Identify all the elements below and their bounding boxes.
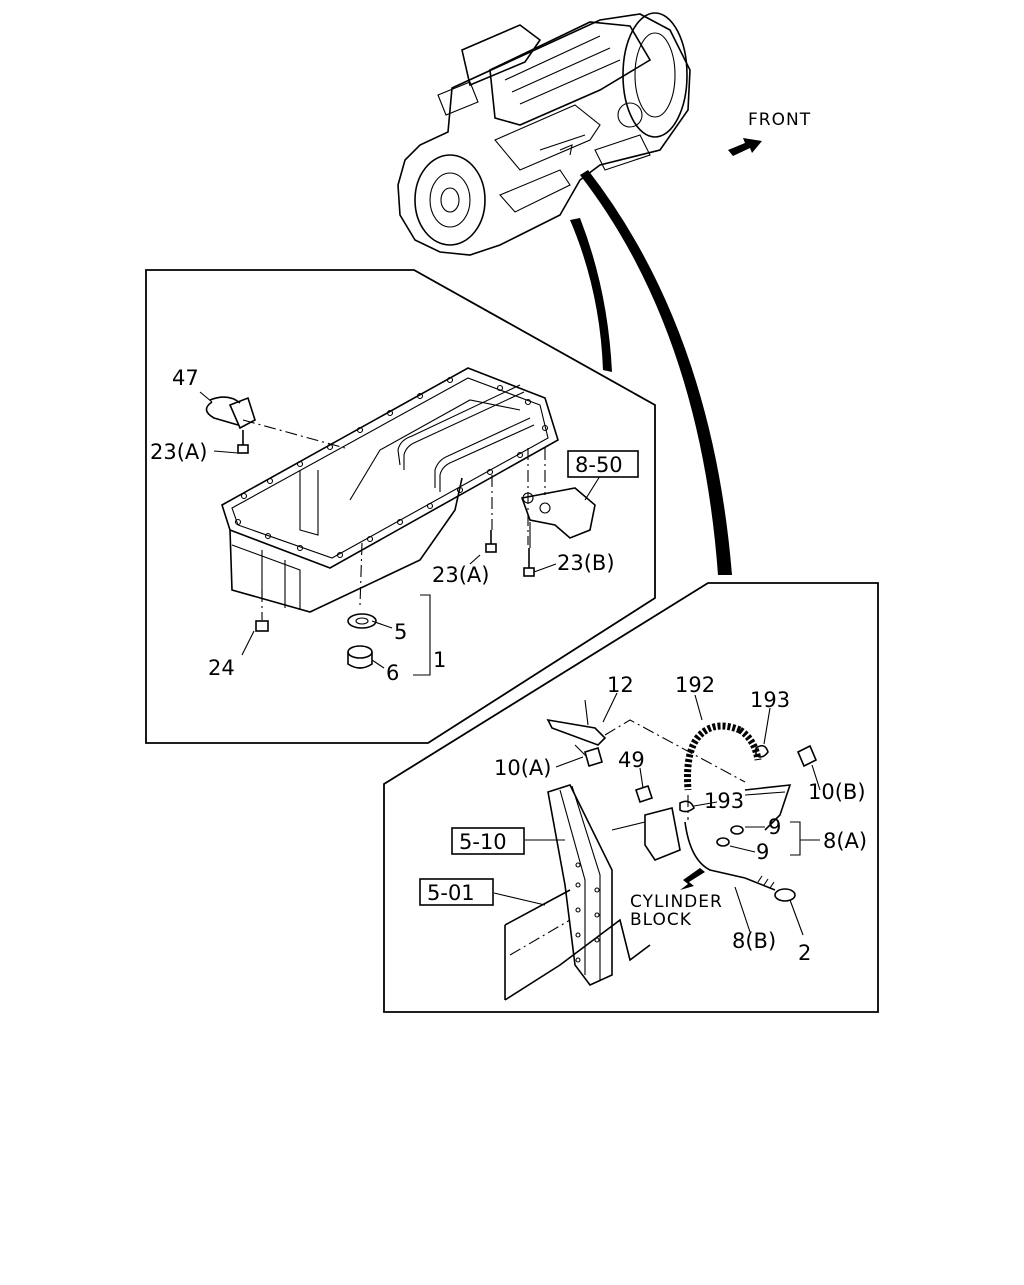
callout-5: 5 [394, 620, 407, 644]
callout-9-bot: 9 [756, 840, 769, 864]
drain-plug-6 [347, 645, 373, 669]
dipstick-2 [744, 875, 796, 902]
oil-pan-flange [221, 367, 559, 569]
callout-8a: 8(A) [823, 829, 867, 853]
front-indicator: FRONT [728, 110, 811, 156]
clip-193-mid [679, 800, 695, 813]
oil-pan-panel: 47 23(A) 23(A) 23(B) 24 5 6 1 8-50 [145, 269, 656, 744]
front-arrow-icon [728, 138, 762, 156]
callout-6: 6 [386, 661, 399, 685]
hose-192 [684, 722, 742, 791]
cylinder-block-arrow-icon [680, 868, 705, 890]
callout-49: 49 [618, 748, 645, 772]
callout-193-mid: 193 [704, 789, 744, 813]
ref-5-10: 5-10 [459, 830, 507, 854]
callout-12: 12 [607, 673, 634, 697]
ref-box-8-50 [567, 450, 639, 478]
bolt-23a-top [237, 430, 249, 454]
cylinder-block-line2: BLOCK [630, 910, 692, 930]
dipstick-panel: 12 192 193 10(A) 49 193 10(B) 9 9 8(A) 8… [383, 582, 879, 1013]
ref-box-5-01 [419, 878, 494, 906]
frame-rail-5-01 [504, 889, 651, 1001]
callout-8b: 8(B) [732, 929, 776, 953]
callout-1: 1 [433, 648, 446, 672]
guide-tube-8a [744, 784, 792, 831]
callout-24: 24 [208, 656, 235, 680]
callout-23b: 23(B) [557, 551, 615, 575]
ref-5-01: 5-01 [427, 881, 475, 905]
callout-9-top: 9 [768, 815, 781, 839]
guide-tube-8b [684, 821, 746, 879]
clip-193-top [755, 744, 769, 758]
pointer-arrows [570, 170, 732, 575]
front-label: FRONT [748, 110, 811, 130]
callout-2: 2 [798, 941, 811, 965]
bolt-23a-mid [485, 530, 497, 553]
callout-10b: 10(B) [808, 780, 866, 804]
callout-192: 192 [675, 673, 715, 697]
oil-pan-frame [145, 269, 656, 744]
oil-pan-sump [229, 477, 463, 613]
nut-24 [255, 590, 269, 632]
bolt-10b [796, 744, 818, 768]
cross-member-5-10 [547, 784, 613, 986]
clamp-12 [546, 718, 607, 746]
callout-10a: 10(A) [494, 756, 551, 780]
callout-23a-top: 23(A) [150, 440, 207, 464]
washer-5 [347, 613, 377, 629]
o-ring-9-top [730, 825, 744, 835]
ref-8-50: 8-50 [575, 453, 623, 477]
o-ring-9-bot [716, 837, 730, 847]
dipstick-bracket [644, 807, 681, 861]
callout-23a-mid: 23(A) [432, 563, 489, 587]
ref-box-5-10 [451, 827, 525, 855]
bolt-23b [523, 548, 535, 577]
callout-47: 47 [172, 366, 199, 390]
cylinder-block-line1: CYLINDER [630, 892, 723, 912]
callout-193-top: 193 [750, 688, 790, 712]
bolt-10a [574, 744, 603, 768]
bracket-8-50 [520, 487, 596, 539]
engine-illustration [397, 12, 691, 256]
nut-49 [634, 784, 654, 804]
dipstick-frame [383, 582, 879, 1013]
